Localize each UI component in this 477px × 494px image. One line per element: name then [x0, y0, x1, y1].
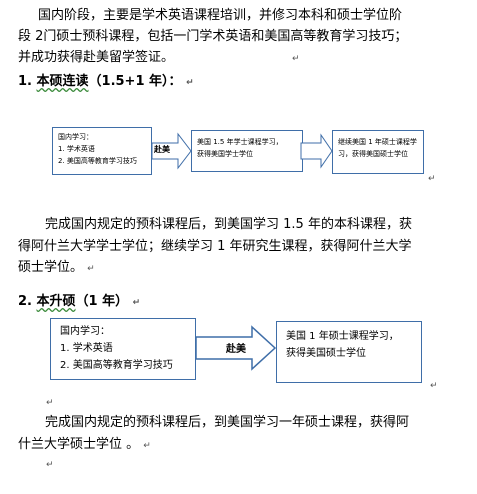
section-2-para-line-1: 完成国内规定的预科课程后，到美国学习一年硕士课程，获得阿 [45, 415, 410, 430]
flow1-box-bachelor-line-1: 美国 1.5 年学士课程学习， [197, 138, 283, 146]
flow1-box-master: 继续美国 1 年硕士课程学 习，获得美国硕士学位 [332, 130, 424, 174]
section-1-suffix: （1.5+1 年）： [88, 74, 182, 89]
intro-line-3: 并成功获得赴美留学签证。 [18, 50, 175, 65]
section-1-para-line-3-text: 硕士学位。 [18, 260, 84, 275]
flow2-box-domestic: 国内学习： 1. 学术英语 2. 美国高等教育学习技巧 [50, 318, 196, 380]
flow2-box-domestic-item-2: 2. 美国高等教育学习技巧 [60, 360, 173, 371]
flow1-box-domestic-item-1: 1. 学术英语 [58, 145, 95, 153]
intro-line-1: 国内阶段，主要是学术英语课程培训，并修习本科和硕士学位阶 [38, 8, 403, 23]
paragraph-mark-icon: ↵ [292, 54, 300, 64]
section-1-para-line-3: 硕士学位。 ↵ [18, 257, 95, 280]
flow1-box-bachelor: 美国 1.5 年学士课程学习， 获得美国学士学位 [191, 130, 303, 172]
section-2-heading: 2. 本升硕（1 年） ↵ [18, 290, 140, 309]
flow1-box-domestic-title: 国内学习： [58, 133, 93, 141]
paragraph-mark-icon: ↵ [186, 78, 194, 88]
paragraph-mark-icon: ↵ [430, 381, 438, 391]
paragraph-mark-icon: ↵ [46, 460, 54, 470]
flow2-box-domestic-item-1: 1. 学术英语 [60, 343, 113, 354]
section-1-para-line-1: 完成国内规定的预科课程后，到美国学习 1.5 年的本科课程，获 [45, 217, 412, 232]
section-1-title: 本硕连读 [36, 74, 89, 89]
paragraph-mark-icon: ↵ [132, 298, 141, 308]
paragraph-mark-icon: ↵ [143, 441, 151, 451]
flow2-box-master-line-2: 获得美国硕士学位 [286, 348, 366, 359]
paragraph-mark-icon: ↵ [428, 174, 436, 184]
section-2-title: 本升硕 [36, 294, 76, 309]
flow2-box-domestic-title: 国内学习： [60, 326, 110, 337]
section-2-number: 2. [18, 294, 32, 309]
flow1-arrow-1-label: 赴美 [154, 145, 170, 154]
flow1-box-bachelor-line-2: 获得美国学士学位 [197, 150, 253, 158]
flow1-arrow-1 [151, 132, 192, 170]
intro-line-2: 段 2门硕士预科课程，包括一门学术英语和美国高等教育学习技巧； [18, 29, 408, 44]
flow1-box-domestic-item-2: 2. 美国高等教育学习技巧 [58, 157, 137, 165]
flow2-arrow [195, 325, 277, 371]
flow1-box-master-line-1: 继续美国 1 年硕士课程学 [338, 138, 417, 146]
paragraph-mark-icon: ↵ [46, 398, 54, 408]
flow1-arrow-2 [300, 133, 333, 169]
flow2-box-master: 美国 1 年硕士课程学习， 获得美国硕士学位 [276, 321, 422, 383]
section-2-suffix: （1 年） [75, 294, 129, 309]
section-2-para-line-2-text: 什兰大学硕士学位 。 [18, 437, 140, 452]
section-2-para-line-2: 什兰大学硕士学位 。 ↵ [18, 434, 151, 457]
flow2-arrow-label: 赴美 [226, 344, 246, 355]
flow2-box-master-line-1: 美国 1 年硕士课程学习， [286, 331, 399, 342]
paragraph-mark-icon: ↵ [87, 264, 95, 274]
section-1-number: 1. [18, 74, 32, 89]
flow1-box-domestic: 国内学习： 1. 学术英语 2. 美国高等教育学习技巧 [52, 127, 152, 175]
flow1-box-master-line-2: 习，获得美国硕士学位 [338, 150, 408, 158]
section-1-para-line-2: 得阿什兰大学学士学位；继续学习 1 年研究生课程，获得阿什兰大学 [18, 239, 412, 254]
section-1-heading: 1. 本硕连读（1.5+1 年）： ↵ [18, 70, 194, 89]
